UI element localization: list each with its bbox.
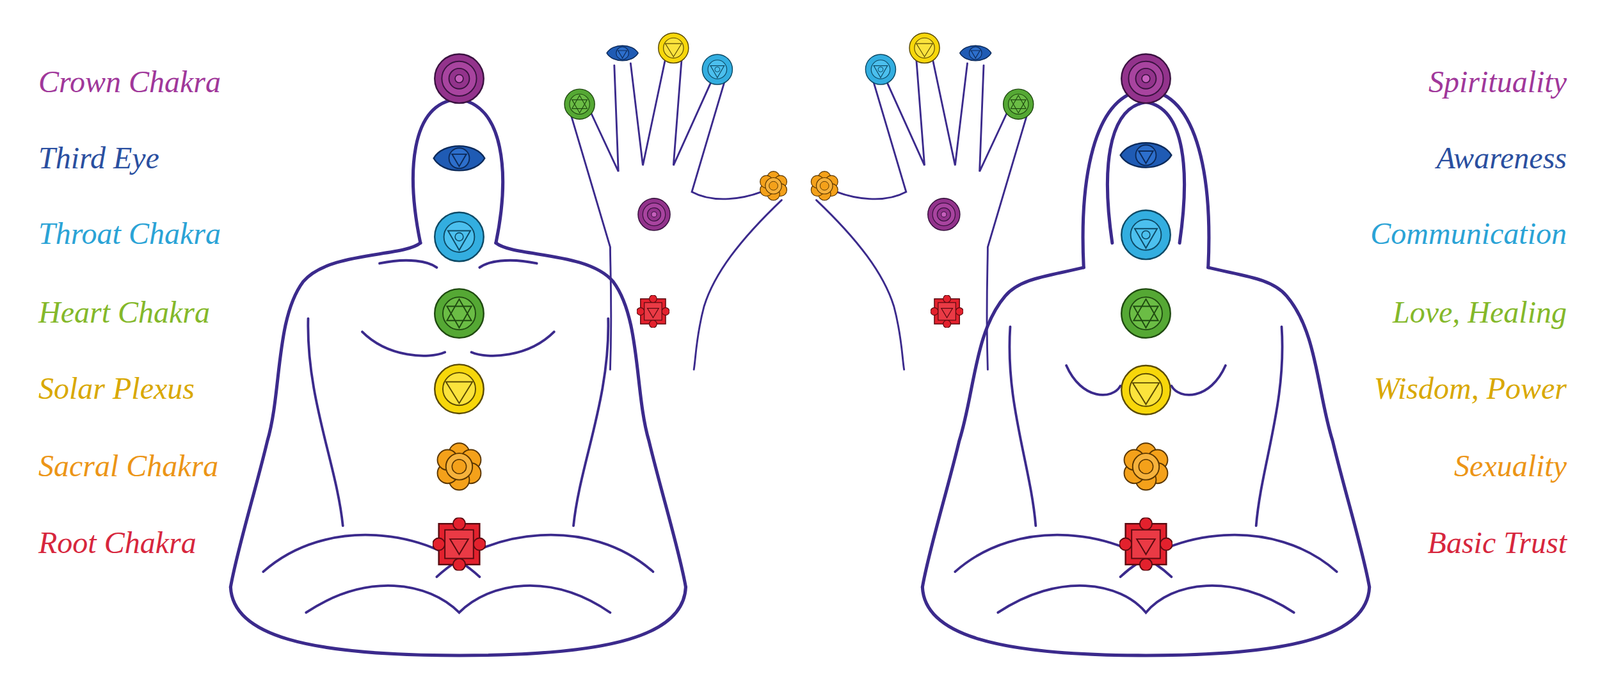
- meaning-label: Sexuality: [1454, 449, 1567, 484]
- left-hand: [571, 59, 782, 370]
- chakra-label: Root Chakra: [38, 526, 197, 560]
- figure-outline: [496, 243, 687, 587]
- meaning-label: Wisdom, Power: [1374, 371, 1567, 406]
- third-eye-symbol: [606, 45, 639, 61]
- figure-outline: [1082, 89, 1209, 268]
- heart-chakra-symbol: [1121, 288, 1171, 338]
- right-hand: [816, 59, 1027, 370]
- heart-chakra-symbol: [1003, 88, 1034, 120]
- root-chakra-symbol: [432, 517, 486, 571]
- crown-chakra-symbol: [928, 198, 960, 231]
- hand-outline: [816, 59, 1027, 370]
- root-chakra-symbol: [636, 295, 670, 328]
- crown-chakra-symbol: [434, 54, 484, 104]
- throat-chakra-symbol: [434, 212, 484, 262]
- crown-chakra-symbol: [638, 198, 671, 231]
- throat-chakra-symbol: [1121, 210, 1171, 260]
- meaning-label: Communication: [1370, 216, 1567, 251]
- woman-figure: [922, 89, 1369, 656]
- third-eye-symbol: [1120, 142, 1172, 168]
- third-eye-symbol: [433, 145, 486, 171]
- third-eye-symbol: [960, 45, 992, 61]
- chakra-label: Throat Chakra: [38, 216, 221, 251]
- figure-outline: [230, 243, 421, 587]
- sacral-chakra-symbol: [437, 442, 482, 490]
- figure-outline: [922, 267, 1084, 587]
- sacral-chakra-symbol: [810, 171, 838, 201]
- root-chakra-symbol: [930, 295, 964, 328]
- figure-outline: [230, 586, 686, 656]
- heart-chakra-symbol: [564, 88, 595, 120]
- meaning-label: Love, Healing: [1392, 295, 1567, 330]
- throat-chakra-symbol: [702, 54, 733, 85]
- solar-plexus-symbol: [1121, 365, 1171, 415]
- figure-outline: [1256, 326, 1283, 526]
- meaning-label: Basic Trust: [1427, 526, 1567, 560]
- man-figure: [230, 99, 686, 656]
- chakra-label: Heart Chakra: [38, 295, 210, 330]
- chakra-label: Solar Plexus: [38, 371, 195, 406]
- figure-outline: [573, 318, 608, 527]
- figure-outline: [997, 585, 1294, 613]
- crown-chakra-symbol: [1121, 54, 1171, 104]
- meaning-label: Awareness: [1436, 141, 1567, 176]
- hand-outline: [571, 59, 782, 370]
- solar-plexus-symbol: [658, 32, 689, 63]
- throat-chakra-symbol: [865, 54, 896, 85]
- figure-outline: [1009, 326, 1036, 526]
- root-chakra-symbol: [1119, 517, 1173, 571]
- meaning-label: Spirituality: [1428, 65, 1567, 100]
- chakra-label: Sacral Chakra: [38, 449, 219, 484]
- chakra-label: Third Eye: [38, 141, 160, 176]
- figure-outline: [305, 585, 610, 613]
- solar-plexus-symbol: [434, 364, 484, 414]
- sacral-chakra-symbol: [1124, 442, 1168, 490]
- figure-outline: [1208, 267, 1370, 587]
- figure-outline: [307, 318, 343, 527]
- figure-outline: [922, 586, 1369, 656]
- chakra-label: Crown Chakra: [38, 65, 221, 100]
- sacral-chakra-symbol: [760, 171, 788, 201]
- heart-chakra-symbol: [434, 288, 484, 338]
- solar-plexus-symbol: [909, 32, 940, 63]
